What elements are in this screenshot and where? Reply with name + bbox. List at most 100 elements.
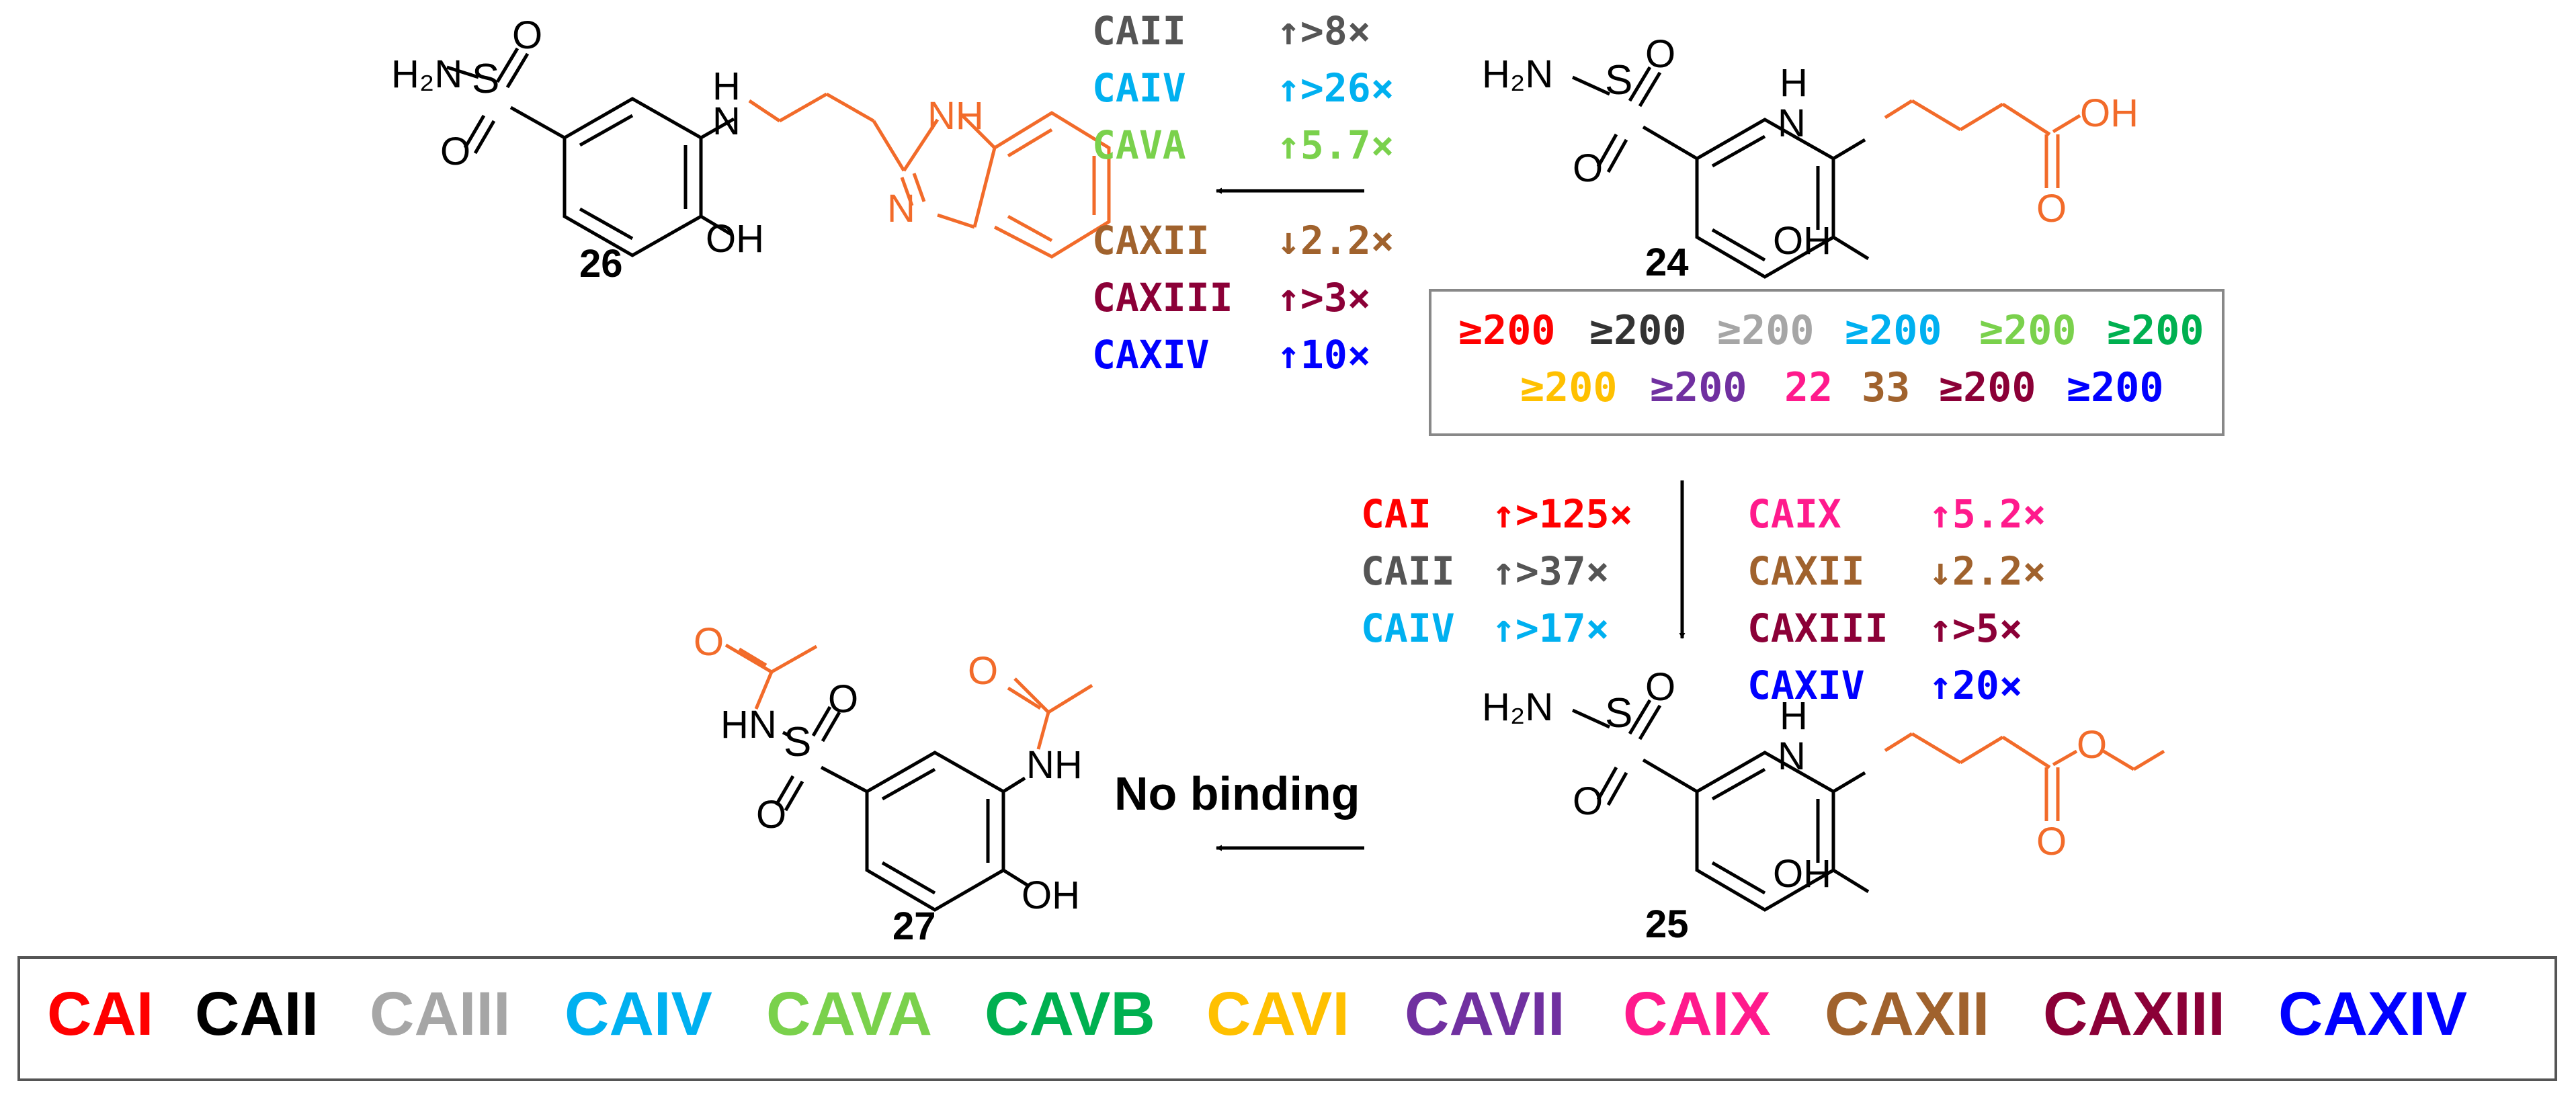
atom-s: S bbox=[1605, 57, 1632, 103]
ki-value: ≥200 bbox=[1520, 364, 1618, 411]
atom-hn: HN bbox=[720, 703, 777, 747]
legend-item-caix: CAIX bbox=[1623, 980, 1771, 1048]
compound-label-24: 24 bbox=[1645, 241, 1689, 284]
ki-value: ≥200 bbox=[1979, 307, 2077, 354]
fold-change: ↑10× bbox=[1277, 332, 1371, 378]
fold-change: ↑>26× bbox=[1277, 65, 1395, 111]
fold-change: ↑>8× bbox=[1277, 8, 1371, 54]
atom-n: N bbox=[1778, 734, 1806, 778]
atom-s: S bbox=[1605, 690, 1632, 736]
legend-item-cava: CAVA bbox=[766, 980, 932, 1048]
isoform-name: CAXIII bbox=[1747, 605, 1888, 651]
legend-item-cavb: CAVB bbox=[985, 980, 1155, 1048]
ki-value: ≥200 bbox=[1650, 364, 1747, 411]
legend-item-cai: CAI bbox=[47, 980, 153, 1048]
selectivity-list-to-25-right: CAIX ↑5.2× CAXII ↓2.2× CAXIII ↑>5× CAXIV ↑20× bbox=[1747, 491, 2046, 708]
ki-value: 33 bbox=[1862, 364, 1910, 411]
ki-value: 22 bbox=[1784, 364, 1833, 411]
atom-o: O bbox=[756, 793, 786, 837]
atom-o: O bbox=[1645, 665, 1675, 709]
compound-24: S H₂N O O H N OH OH O 24 bbox=[1482, 32, 2138, 284]
atom-nh: NH bbox=[1026, 743, 1083, 787]
ki-value: ≥200 bbox=[1458, 307, 1556, 354]
ki-box-24 bbox=[1429, 289, 2225, 436]
fold-change: ↑>3× bbox=[1277, 275, 1371, 321]
atom-oh: OH bbox=[2080, 91, 2138, 135]
fold-change: ↑5.2× bbox=[1929, 491, 2046, 537]
legend-box bbox=[17, 956, 2557, 1081]
fold-change: ↓2.2× bbox=[1929, 548, 2046, 594]
no-binding-label: No binding bbox=[1114, 767, 1360, 820]
ki-value: ≥200 bbox=[1845, 307, 1942, 354]
legend-item-caiii: CAIII bbox=[370, 980, 511, 1048]
fold-change: ↓2.2× bbox=[1277, 218, 1395, 263]
ki-value: ≥200 bbox=[1589, 307, 1687, 354]
compound-label-27: 27 bbox=[892, 904, 936, 948]
isoform-name: CAI bbox=[1361, 491, 1431, 537]
ki-value: ≥200 bbox=[2107, 307, 2204, 354]
fold-change: ↑20× bbox=[1929, 663, 2023, 708]
atom-h2n: H₂N bbox=[1482, 685, 1553, 729]
atom-o: O bbox=[2036, 820, 2067, 863]
isoform-name: CAIV bbox=[1092, 65, 1186, 111]
compound-26: S H₂N O O H N OH NH N 26 bbox=[391, 13, 1111, 286]
atom-nh: NH bbox=[927, 94, 984, 138]
ki-value: ≥200 bbox=[1717, 307, 1815, 354]
fold-change: ↑>125× bbox=[1492, 491, 1633, 537]
ki-value: ≥200 bbox=[1939, 364, 2036, 411]
isoform-name: CAII bbox=[1361, 548, 1455, 594]
isoform-name: CAXIV bbox=[1092, 332, 1210, 378]
atom-o: O bbox=[828, 677, 858, 721]
atom-oh: OH bbox=[1773, 219, 1831, 263]
atom-h: H bbox=[1780, 694, 1808, 738]
fold-change: ↑5.7× bbox=[1277, 122, 1395, 168]
atom-h2n: H₂N bbox=[1482, 52, 1553, 96]
fold-change: ↑>37× bbox=[1492, 548, 1610, 594]
legend-item-cavii: CAVII bbox=[1405, 980, 1565, 1048]
atom-oh: OH bbox=[1022, 874, 1080, 917]
atom-n: N bbox=[1778, 101, 1806, 145]
legend-item-caxiv: CAXIV bbox=[2278, 980, 2467, 1048]
atom-o: O bbox=[2077, 723, 2107, 767]
legend-item-caxii: CAXII bbox=[1825, 980, 1989, 1048]
isoform-name: CAIX bbox=[1747, 491, 1841, 537]
isoform-name: CAVA bbox=[1092, 122, 1186, 168]
compound-25: S H₂N O O H N OH O O 25 bbox=[1482, 665, 2165, 946]
atom-h: H bbox=[712, 65, 741, 108]
atom-o: O bbox=[512, 13, 542, 57]
ki-box-row-2: ≥200 ≥200 22 33 ≥200 ≥200 bbox=[1520, 364, 2164, 411]
atom-o: O bbox=[1573, 779, 1603, 823]
atom-h2n: H₂N bbox=[391, 52, 462, 96]
atom-o: O bbox=[440, 130, 470, 173]
atom-o: O bbox=[2036, 187, 2067, 230]
fold-change: ↑>5× bbox=[1929, 605, 2023, 651]
atom-s: S bbox=[784, 719, 811, 765]
atom-s: S bbox=[472, 56, 499, 102]
atom-oh: OH bbox=[706, 217, 764, 261]
fold-change: ↑>17× bbox=[1492, 605, 1610, 651]
atom-o: O bbox=[1645, 32, 1675, 76]
compound-label-25: 25 bbox=[1645, 902, 1689, 946]
legend-item-cavi: CAVI bbox=[1206, 980, 1349, 1048]
legend-item-caiv: CAIV bbox=[565, 980, 712, 1048]
atom-o: O bbox=[968, 649, 998, 693]
atom-h: H bbox=[1780, 61, 1808, 105]
isoform-name: CAXII bbox=[1092, 218, 1210, 263]
atom-o: O bbox=[694, 620, 724, 664]
isoform-name: CAII bbox=[1092, 8, 1186, 54]
isoform-name: CAXIV bbox=[1747, 663, 1865, 708]
ki-box-row-1: ≥200 ≥200 ≥200 ≥200 ≥200 ≥200 bbox=[1458, 307, 2204, 354]
isoform-legend: CAI CAII CAIII CAIV CAVA CAVB CAVI CAVII CAIX CAX… bbox=[47, 980, 2467, 1048]
legend-item-caxiii: CAXIII bbox=[2043, 980, 2225, 1048]
atom-o: O bbox=[1573, 146, 1603, 190]
compound-label-26: 26 bbox=[579, 242, 623, 286]
selectivity-list-to-25-left: CAI ↑>125× CAII ↑>37× CAIV ↑>17× bbox=[1361, 491, 1633, 651]
compound-27: S HN O O NH OH O O 27 bbox=[694, 620, 1093, 948]
selectivity-list-to-26: CAII ↑>8× CAIV ↑>26× CAVA ↑5.7× CAXII ↓2.2× CAXI… bbox=[1092, 8, 1395, 378]
ki-value: ≥200 bbox=[2067, 364, 2164, 411]
atom-oh: OH bbox=[1773, 852, 1831, 896]
isoform-name: CAXII bbox=[1747, 548, 1865, 594]
isoform-name: CAIV bbox=[1361, 605, 1455, 651]
legend-item-caii: CAII bbox=[195, 980, 319, 1048]
